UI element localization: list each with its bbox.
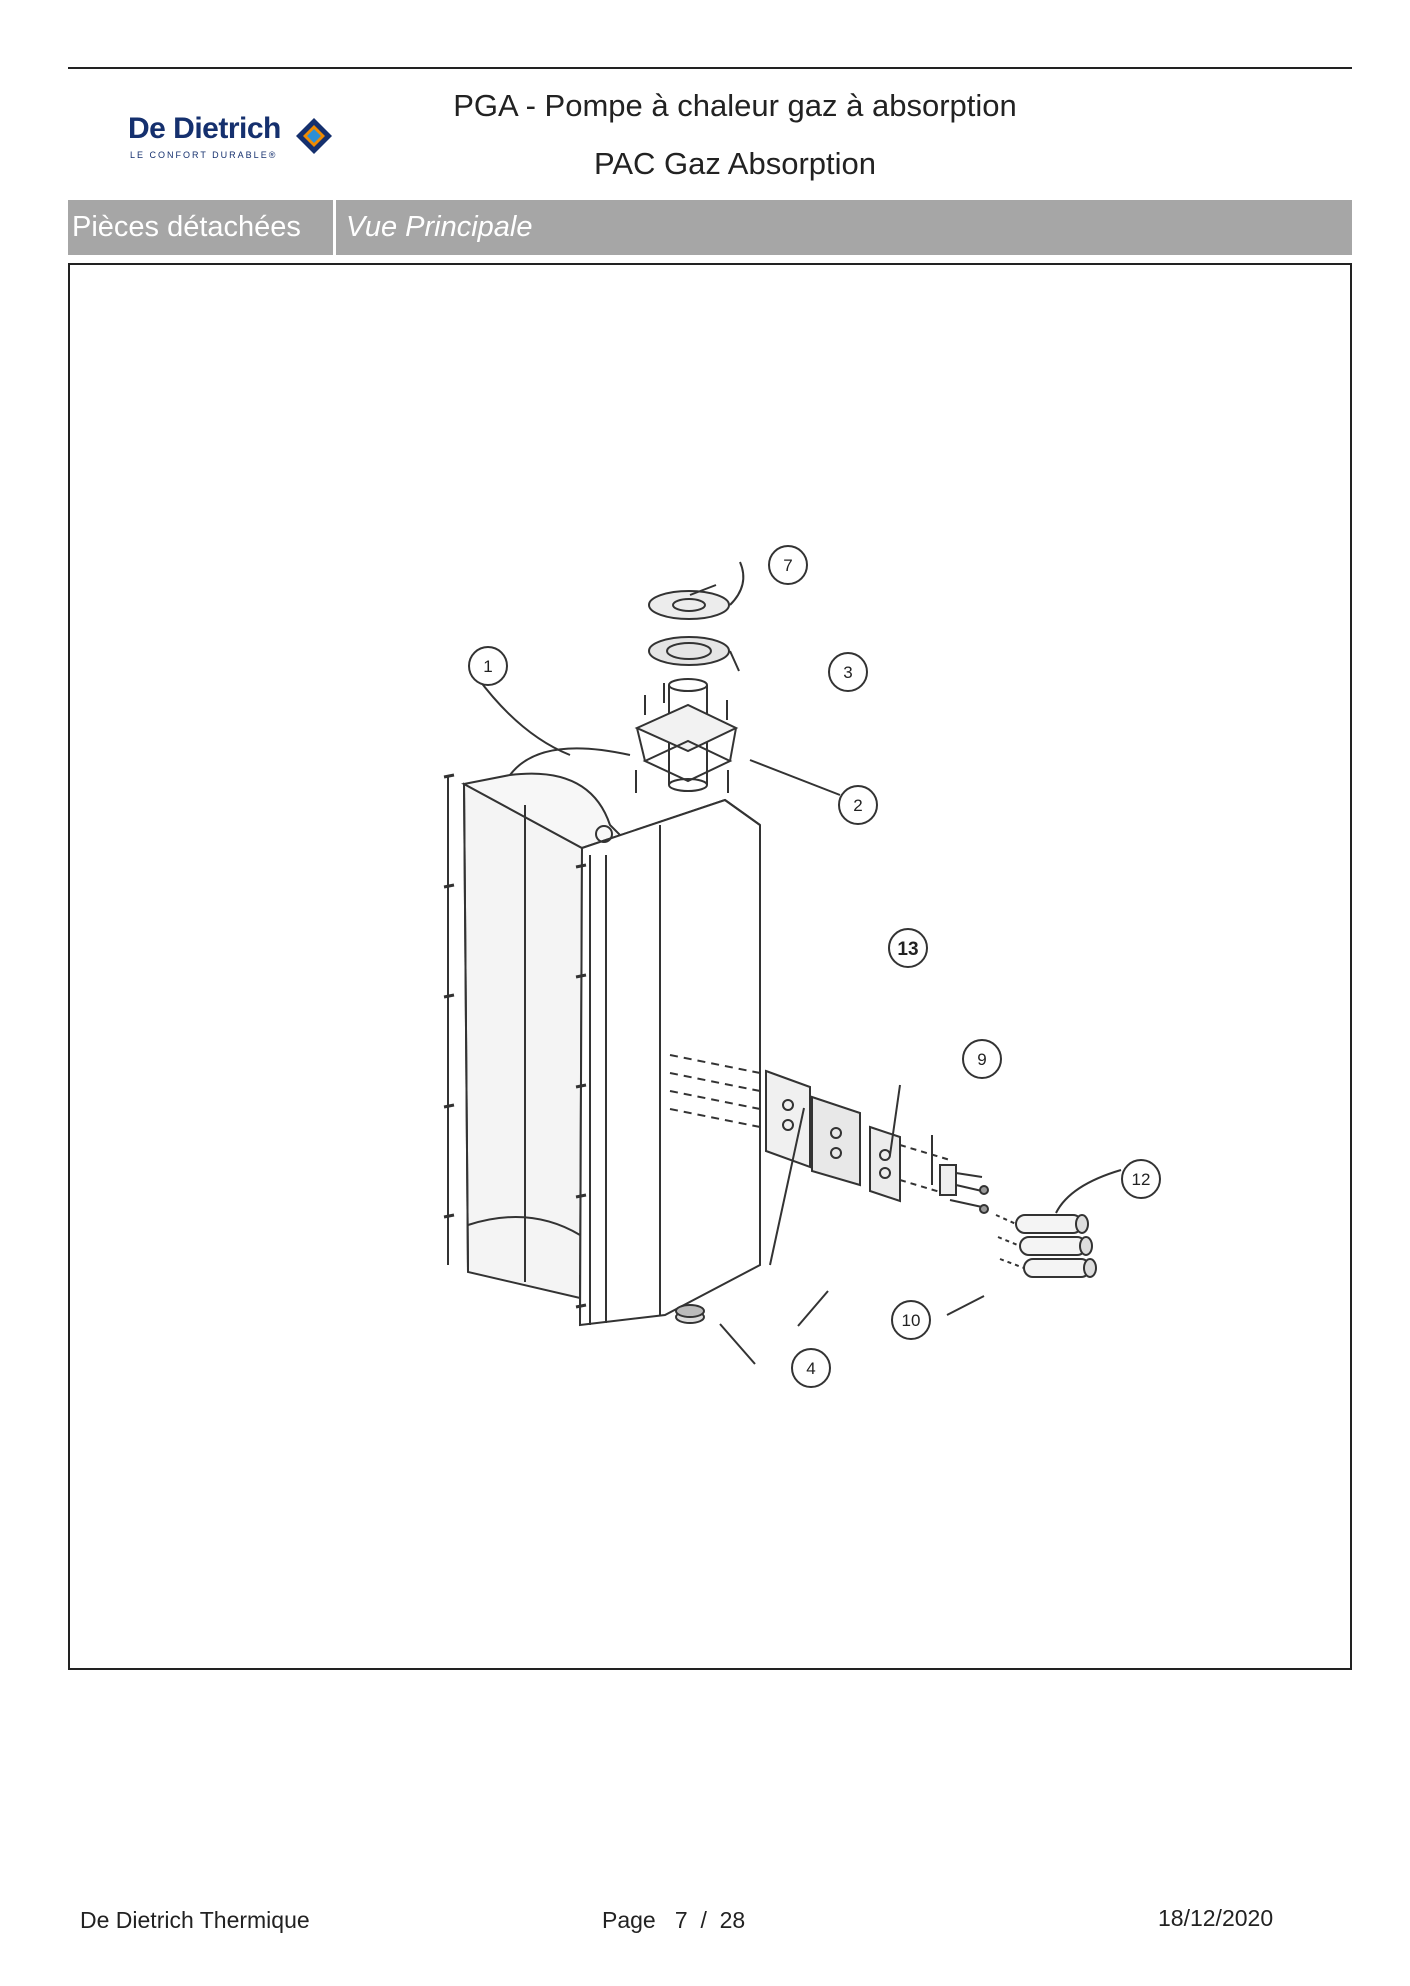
callout-7: 4	[791, 1348, 831, 1388]
document-title: PGA - Pompe à chaleur gaz à absorption	[453, 88, 1017, 123]
svg-text:3: 3	[843, 663, 852, 682]
brand-name: De Dietrich	[128, 112, 281, 145]
svg-text:10: 10	[902, 1311, 921, 1330]
callout-12: 12	[1121, 1159, 1161, 1199]
document-subtitle: PAC Gaz Absorption	[593, 146, 876, 181]
flue-assembly	[634, 590, 739, 793]
footer-company: De Dietrich Thermique	[80, 1907, 310, 1933]
exploded-parts-diagram: 7 3 1 2 13 9 12 10 4	[443, 545, 1161, 1388]
callout-10: 10	[891, 1300, 931, 1340]
svg-text:12: 12	[1132, 1170, 1151, 1189]
top-rule	[68, 67, 1352, 69]
callout-3: 3	[828, 652, 868, 692]
burner-plates	[669, 1054, 951, 1203]
brand-tagline: LE CONFORT DURABLE®	[130, 150, 278, 160]
view-label: Vue Principale	[346, 211, 533, 243]
casing-body	[447, 747, 761, 1327]
leader-lines	[476, 561, 1122, 1365]
electrodes	[931, 1135, 989, 1214]
brand-diamond-icon	[296, 118, 332, 154]
callout-4: 7	[768, 545, 808, 585]
svg-text:7: 7	[783, 556, 792, 575]
side-studs	[443, 773, 587, 1309]
svg-text:1: 1	[483, 657, 492, 676]
burner-tubes	[995, 1214, 1097, 1278]
diagram-frame: 7 3 1 2 13 9 12 10 4	[68, 263, 1352, 1670]
footer-date: 18/12/2020	[1158, 1905, 1274, 1931]
svg-text:9: 9	[977, 1050, 986, 1069]
foot-pad	[675, 1304, 705, 1324]
page-current: 7	[674, 1907, 688, 1933]
footer-page-number: Page 7 / 28	[602, 1907, 745, 1934]
page-separator: /	[700, 1907, 707, 1933]
page-label: Page	[602, 1907, 656, 1933]
section-header-bar: Pièces détachées Vue Principale	[68, 200, 1352, 255]
svg-text:13: 13	[897, 939, 918, 960]
page-total: 28	[719, 1907, 746, 1933]
callout-1: 1	[468, 646, 508, 686]
brand-logo: De Dietrich LE CONFORT DURABLE®	[128, 110, 338, 170]
svg-text:2: 2	[853, 796, 862, 815]
callout-13: 13	[888, 928, 928, 968]
callout-2: 2	[838, 785, 878, 825]
callout-9: 9	[962, 1039, 1002, 1079]
svg-text:4: 4	[806, 1359, 815, 1378]
section-label: Pièces détachées	[68, 200, 336, 255]
